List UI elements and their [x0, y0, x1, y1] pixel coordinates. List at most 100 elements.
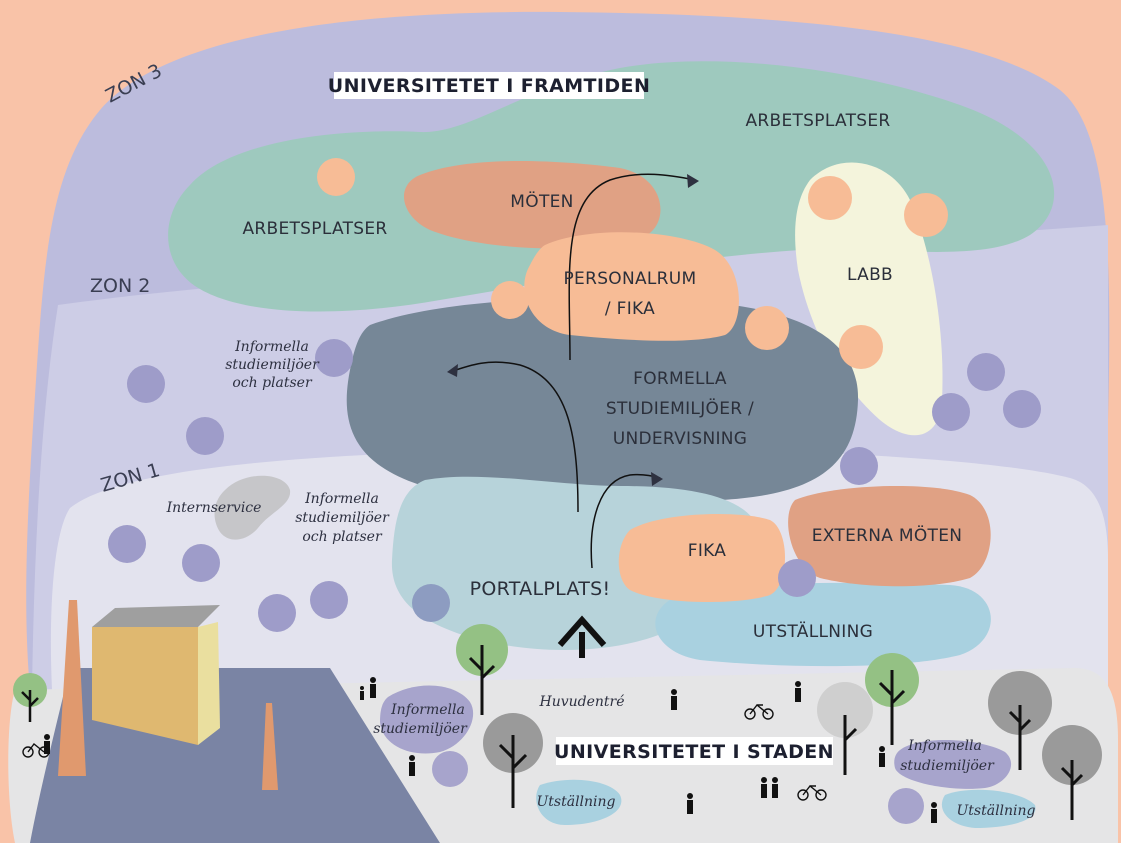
pedestrian-icon: [687, 793, 693, 814]
peach-circle: [808, 176, 852, 220]
purple-circle: [182, 544, 220, 582]
note-internservice: Internservice: [166, 500, 262, 516]
note-informella-zon1-1: Informella: [304, 491, 379, 507]
peach-circle: [491, 281, 529, 319]
staff-room-area: [524, 232, 739, 341]
tree-grey: [483, 713, 543, 808]
tree-green: [456, 624, 508, 715]
meetings-area: [403, 160, 661, 249]
tree-green: [865, 653, 919, 745]
label-externa-moten: EXTERNA MÖTEN: [812, 524, 963, 546]
label-formella-1: FORMELLA: [633, 369, 727, 389]
title-bottom-box: [556, 737, 833, 765]
title-bottom: UNIVERSITETET I STADEN: [554, 741, 834, 763]
note-informella-zon1-3: och platser: [302, 529, 383, 545]
purple-circle: [315, 339, 353, 377]
title-top-box: [334, 72, 644, 99]
note-informella-city-right-2: studiemiljöer: [900, 758, 995, 774]
arrowheads: [447, 174, 699, 486]
pedestrian-icon: [772, 777, 778, 798]
purple-circle: [932, 393, 970, 431]
entrance-arrow: [557, 615, 607, 658]
arrowhead: [687, 174, 699, 188]
peach-circle: [839, 325, 883, 369]
pedestrian-icon: [761, 777, 767, 798]
note-utstallning-city-left: Utställning: [536, 794, 615, 810]
purple-circle: [432, 751, 468, 787]
informal-city-blob-right: [894, 740, 1012, 789]
pedestrian-icon: [671, 689, 677, 710]
note-informella-city-left-2: studiemiljöer: [373, 721, 468, 737]
title-top: UNIVERSITETET I FRAMTIDEN: [328, 75, 651, 97]
label-arbetsplatser-left: ARBETSPLATSER: [242, 219, 387, 239]
label-formella-3: UNDERVISNING: [613, 429, 748, 449]
peach-circle: [745, 306, 789, 350]
exhibition-city-blob-right: [941, 789, 1036, 828]
fika-area: [618, 514, 785, 602]
zone2-label: ZON 2: [90, 275, 150, 297]
purple-circle: [1003, 390, 1041, 428]
pedestrian-icon: [370, 677, 376, 698]
label-personalrum-2: / FIKA: [605, 299, 655, 319]
bicycles: [22, 704, 827, 801]
peach-circle: [317, 158, 355, 196]
label-formella-2: STUDIEMILJÖER /: [606, 397, 754, 419]
note-informella-zon2-3: och platser: [232, 375, 313, 391]
tree-grey: [1042, 725, 1102, 820]
label-personalrum-1: PERSONALRUM: [563, 269, 696, 289]
pedestrian-icon: [409, 755, 415, 776]
pedestrians: [44, 677, 937, 823]
purple-circle: [186, 417, 224, 455]
internservice-area: [214, 475, 291, 540]
label-moten: MÖTEN: [510, 190, 573, 212]
formal-study-area: [346, 298, 859, 505]
bicycle-icon: [22, 743, 50, 758]
arrowhead: [651, 472, 663, 486]
arrow-formal-to-workspaces: [568, 173, 696, 361]
building: [92, 605, 220, 745]
lab-area: [795, 162, 943, 436]
exhibition-city-blob: [536, 779, 622, 825]
pedestrian-icon: [931, 802, 937, 823]
bicycle-icon: [744, 704, 774, 720]
note-informella-zon2-2: studiemiljöer: [225, 357, 320, 373]
chimney: [262, 703, 278, 790]
informal-city-blob: [380, 685, 474, 754]
purple-circle: [127, 365, 165, 403]
purple-circle: [310, 581, 348, 619]
chimney: [58, 600, 86, 776]
purple-circle: [412, 584, 450, 622]
arrow-portal-to-fika: [590, 473, 661, 569]
pedestrian-icon: [879, 746, 885, 767]
label-portalplats: PORTALPLATS!: [470, 578, 611, 600]
note-informella-zon1-2: studiemiljöer: [295, 510, 390, 526]
label-utstallning: UTSTÄLLNING: [753, 621, 873, 642]
arrowhead: [447, 364, 458, 377]
note-huvudentre: Huvudentré: [538, 694, 624, 710]
note-informella-city-left-1: Informella: [390, 702, 465, 718]
purple-circle: [258, 594, 296, 632]
external-meetings-area: [788, 485, 991, 587]
exhibition-area: [655, 582, 991, 667]
note-informella-zon2-1: Informella: [234, 339, 309, 355]
purple-circle: [888, 788, 924, 824]
note-utstallning-city-right: Utställning: [956, 803, 1035, 819]
purple-circle: [967, 353, 1005, 391]
label-arbetsplatser-right: ARBETSPLATSER: [745, 111, 890, 131]
arrow-portal-to-formal-left: [449, 361, 579, 513]
purple-circle: [840, 447, 878, 485]
purple-circle: [778, 559, 816, 597]
bicycle-icon: [797, 785, 827, 801]
tree-grey: [817, 682, 873, 775]
peach-circle: [904, 193, 948, 237]
tree-green: [13, 673, 47, 722]
label-fika: FIKA: [688, 541, 727, 561]
tree-grey: [988, 671, 1052, 770]
purple-circle: [108, 525, 146, 563]
pedestrian-icon: [795, 681, 801, 702]
note-informella-city-right-1: Informella: [907, 738, 982, 754]
flow-arrows: [449, 173, 696, 569]
pedestrian-icon: [360, 686, 364, 700]
